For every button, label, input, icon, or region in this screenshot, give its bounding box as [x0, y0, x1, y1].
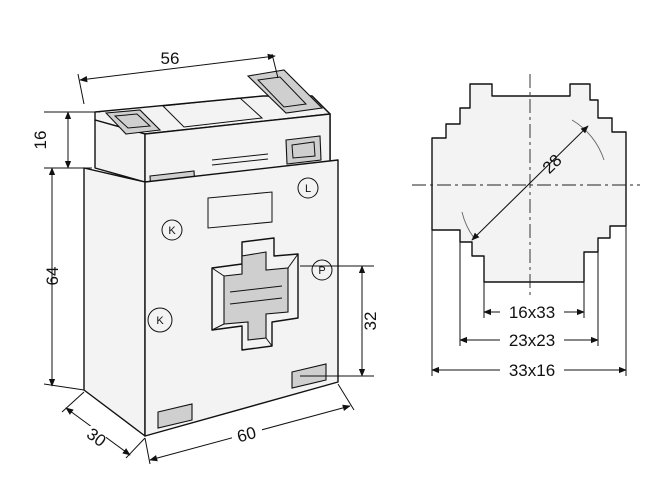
- dim-base-width: 60: [235, 423, 258, 446]
- dim-slot-wide: 33x16: [509, 361, 555, 380]
- dim-slot-square: 23x23: [509, 331, 555, 350]
- dim-slot-small: 16x33: [509, 303, 555, 322]
- marking-k-terminal-circle: [161, 219, 183, 241]
- aperture-inner-face: [223, 251, 289, 341]
- marking-p-primary-circle: [311, 259, 333, 281]
- marking-k-terminal: K: [168, 225, 176, 237]
- cross-section-outline: [431, 83, 627, 283]
- dim-body-height: 64: [43, 267, 62, 286]
- dim-window-height: 32: [361, 312, 380, 331]
- dim-top-height: 16: [31, 131, 50, 150]
- lid-groove: [211, 153, 269, 161]
- marking-k-primary-circle: [147, 307, 173, 333]
- transformer-isometric-view: K L K P: [83, 69, 339, 437]
- lid-label-recess: [161, 97, 264, 128]
- marking-p-primary: P: [318, 265, 325, 277]
- marking-k-primary: K: [156, 315, 164, 327]
- dim-top-width: 56: [161, 49, 180, 68]
- marking-l-terminal: L: [305, 183, 311, 195]
- aperture-cross-section: 28 16x33 23x23 33x16: [412, 74, 640, 380]
- front-terminal-right: [285, 135, 322, 165]
- marking-l-terminal-circle: [297, 177, 319, 199]
- isometric-dimensions: 56 16 64 32 30 60: [31, 48, 380, 465]
- body-label-plate: [207, 191, 273, 229]
- body-side-panel: [83, 167, 146, 437]
